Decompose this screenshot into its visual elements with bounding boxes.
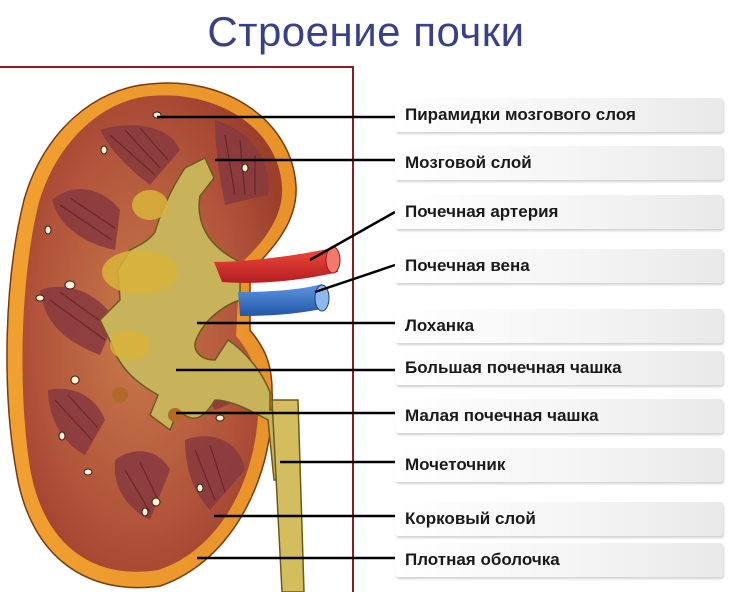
cortex-vessels [35,111,249,517]
label-cortex: Корковый слой [395,502,723,536]
label-medullary-pyramids: Пирамидки мозгового слоя [395,98,723,132]
label-fibrous-capsule: Плотная оболочка [395,543,723,577]
label-medulla: Мозговой слой [395,146,723,180]
label-major-calyx: Большая почечная чашка [395,351,723,385]
label-minor-calyx: Малая почечная чашка [395,399,723,433]
minor-calyx-papillae [112,387,182,422]
leader-lines [157,115,396,560]
label-renal-pelvis: Лоханка [395,309,723,343]
ureter-shape [271,399,305,592]
leader-renal-artery [309,210,396,262]
page-title: Строение почки [207,8,525,55]
renal-artery-shape [214,248,338,283]
medulla-striations [49,127,256,513]
renal-sinus-fat [102,190,178,360]
label-ureter: Мочеточник [395,448,723,482]
label-renal-vein: Почечная вена [395,249,723,283]
label-renal-artery: Почечная артерия [395,195,723,229]
renal-vein-shape [238,284,326,316]
leader-renal-vein [314,263,396,294]
figure-frame [0,66,354,592]
